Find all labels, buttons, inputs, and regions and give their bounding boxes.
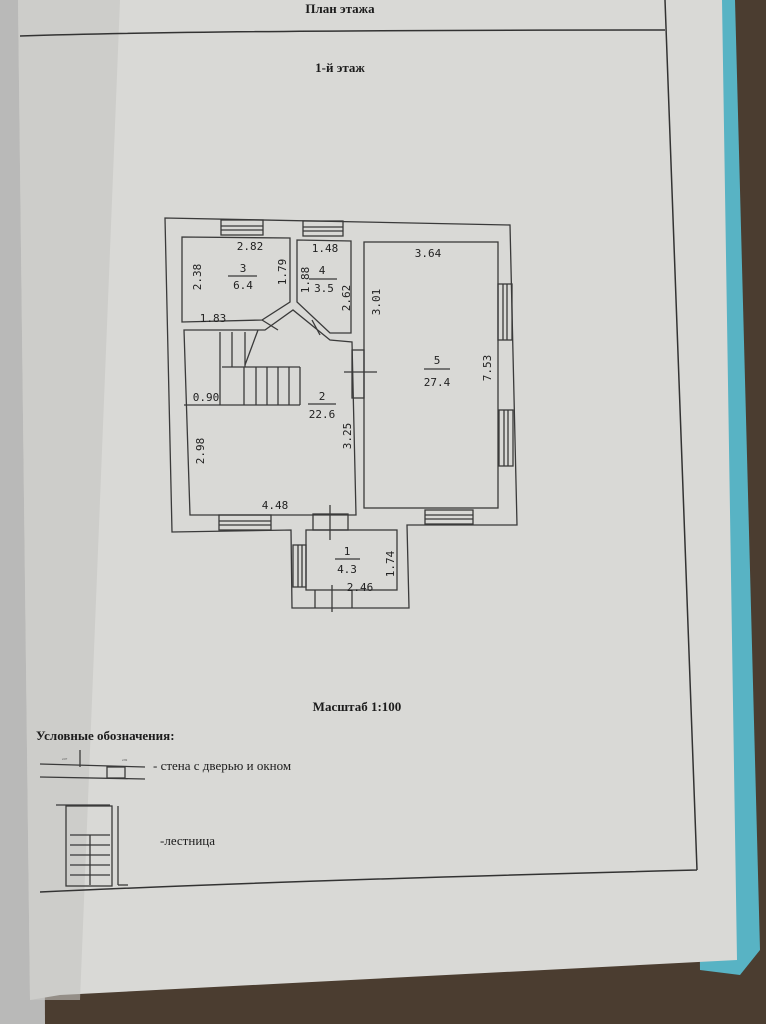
legend-stair-label: -лестница (160, 833, 215, 848)
dim: 3.25 (341, 423, 354, 450)
dim: 1.48 (312, 242, 339, 255)
room-1-number: 1 (344, 545, 351, 558)
legend-title: Условные обозначения: (36, 728, 175, 743)
dim: 3.01 (370, 289, 383, 316)
room-1-area: 4.3 (337, 563, 357, 576)
paper-page (18, 0, 737, 1000)
room-2-number: 2 (319, 390, 326, 403)
dim: 1.88 (299, 267, 312, 294)
room-4-area: 3.5 (314, 282, 334, 295)
legend-mini-dim: 2.07 (62, 757, 68, 761)
dim: 1.83 (200, 312, 227, 325)
floor-plan: 3 6.4 4 3.5 5 27.4 2 22.6 1 4.3 2.82 1.8… (164, 217, 518, 612)
legend-stair-symbol (56, 804, 128, 887)
scale-label: Масштаб 1:100 (313, 699, 402, 714)
room-3-number: 3 (240, 262, 247, 275)
dim: 2.98 (194, 438, 207, 465)
floor-label: 1-й этаж (315, 60, 365, 75)
legend-wall-label: - стена с дверью и окном (153, 758, 291, 773)
dim: 2.38 (191, 264, 204, 291)
dim: 3.64 (415, 247, 442, 260)
room-2-area: 22.6 (309, 408, 336, 421)
dim: 2.46 (347, 581, 374, 594)
page-frame (19, 0, 698, 893)
dim: 7.53 (481, 355, 494, 382)
dim: 2.62 (340, 285, 353, 312)
room-5-number: 5 (434, 354, 441, 367)
room-5-area: 27.4 (424, 376, 451, 389)
dim: 1.79 (276, 259, 289, 286)
dim: 1.74 (384, 550, 397, 577)
legend-mini-dim: 2.82 (122, 758, 128, 762)
dim: 0.90 (193, 391, 220, 404)
sheet-title: План этажа (305, 1, 375, 16)
legend-wall-symbol (39, 750, 146, 780)
room-4-number: 4 (319, 264, 326, 277)
room-3-area: 6.4 (233, 279, 253, 292)
dim: 2.82 (237, 240, 264, 253)
dim: 4.48 (262, 499, 289, 512)
